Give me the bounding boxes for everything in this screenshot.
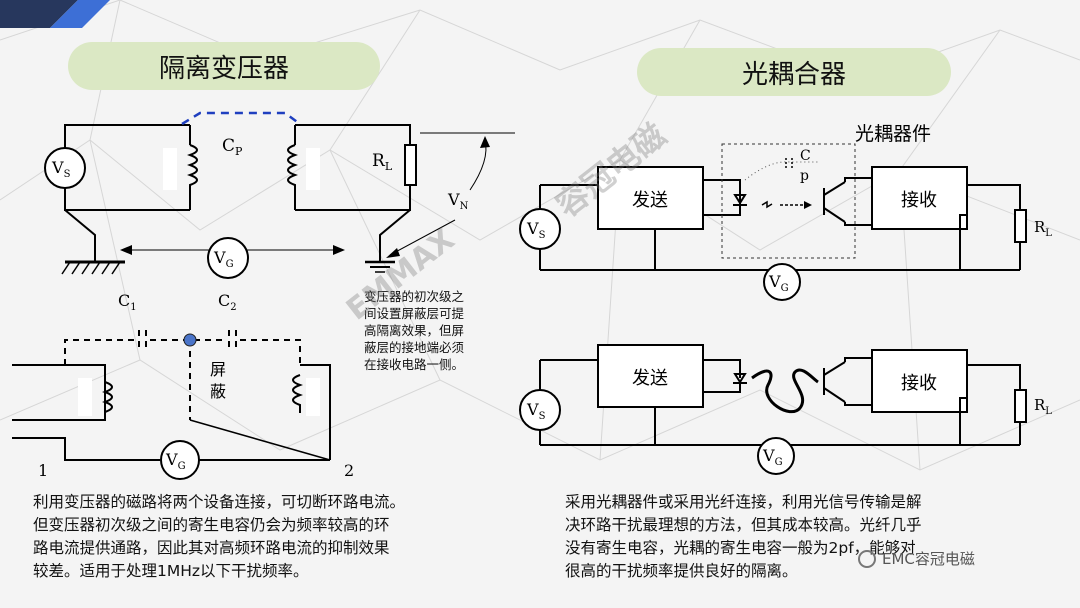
source-badge: EMC容冠电磁	[858, 548, 975, 569]
node-1-label: 1	[38, 461, 48, 480]
vg-label-right-bottom: VG	[762, 446, 783, 468]
corner-decoration	[0, 0, 110, 28]
shielded-transformer-diagram	[12, 364, 331, 461]
right-title-pill: 光耦合器	[637, 48, 951, 96]
note-line: 变压器的初次级之	[364, 289, 465, 304]
shield-note: 变压器的初次级之 间设置屏蔽层可提 高隔离效果，但屏 蔽层的接地端必须 在接收电…	[364, 288, 494, 373]
c2-label: C2	[218, 291, 237, 313]
vs-label-right-top: VS	[526, 219, 546, 241]
right-description: 采用光耦器件或采用光纤连接，利用光信号传输是解 决环路干扰最理想的方法，但其成本…	[565, 491, 1060, 583]
badge-text: EMC容冠电磁	[882, 550, 975, 568]
vg-label-left: VG	[213, 248, 234, 270]
note-line: 间设置屏蔽层可提	[364, 306, 465, 321]
node-2-label: 2	[344, 461, 354, 480]
note-line: 蔽层的接地端必须	[364, 340, 465, 355]
vg-source-right-top	[763, 263, 801, 301]
c1-label: C1	[118, 291, 137, 313]
cp-bottom-label: p	[800, 168, 809, 184]
vs-label-left: VS	[51, 158, 71, 180]
shield-label-line2: 蔽	[210, 382, 226, 401]
para-line: 很高的干扰频率提供良好的隔离。	[565, 562, 798, 580]
shield-label-line1: 屏	[210, 360, 226, 379]
para-line: 决环路干扰最理想的方法，但其成本较高。光纤几乎	[565, 516, 922, 534]
note-line: 在接收电路一侧。	[364, 357, 465, 372]
wechat-logo-icon	[858, 549, 876, 568]
optocoupler-device-label: 光耦器件	[855, 123, 931, 145]
vs-source-right-bottom	[519, 389, 561, 431]
vs-label-right-bottom: VS	[526, 400, 546, 422]
note-line: 高隔离效果，但屏	[364, 323, 465, 338]
para-line: 但变压器初次级之间的寄生电容仍会为频率较高的环	[33, 516, 390, 534]
vn-label: VN	[447, 190, 469, 212]
optocoupler-cp-symbol	[785, 158, 793, 170]
para-line: 较差。适用于处理1MHz以下干扰频率。	[33, 562, 309, 580]
parasitic-capacitance-path	[181, 111, 301, 126]
left-title: 隔离变压器	[158, 53, 289, 84]
cp-label: CP	[222, 136, 243, 158]
optocoupler-device-box	[721, 143, 856, 259]
rl-label-left: RL	[372, 151, 393, 173]
cp-top-label: C	[800, 148, 811, 164]
rl-label-right-top: RL	[1034, 218, 1052, 239]
vs-source-right-top	[519, 208, 561, 250]
vg-source-right-bottom	[757, 437, 795, 475]
vs-source-left	[44, 147, 86, 189]
vg-source-lower-left	[160, 440, 200, 480]
para-line: 路电流提供通路，因此其对高频环路电流的抑制效果	[33, 539, 390, 557]
para-line: 没有寄生电容，光耦的寄生电容一般为2pf，能够对	[565, 539, 916, 557]
vg-source-left	[207, 237, 249, 279]
sender-label-top: 发送	[632, 190, 668, 211]
left-description: 利用变压器的磁路将两个设备连接，可切断环路电流。 但变压器初次级之间的寄生电容仍…	[33, 491, 523, 583]
vg-label-lower-left: VG	[165, 450, 186, 472]
receiver-label-top: 接收	[901, 190, 937, 211]
shield-dashed-lines	[64, 330, 301, 420]
shield-node	[183, 333, 197, 347]
sender-label-bottom: 发送	[632, 368, 668, 389]
rl-label-right-bottom: RL	[1034, 396, 1052, 417]
para-line: 采用光耦器件或采用光纤连接，利用光信号传输是解	[565, 493, 922, 511]
vg-label-right-top: VG	[768, 272, 789, 294]
optocoupler-top-diagram	[539, 166, 1027, 271]
right-title: 光耦合器	[741, 59, 846, 90]
para-line: 利用变压器的磁路将两个设备连接，可切断环路电流。	[33, 493, 406, 511]
left-title-pill: 隔离变压器	[68, 42, 380, 90]
isolation-transformer-diagram	[61, 124, 515, 275]
receiver-label-bottom: 接收	[901, 373, 937, 394]
optical-fiber-diagram	[539, 344, 1027, 446]
light-arrow	[761, 200, 812, 209]
